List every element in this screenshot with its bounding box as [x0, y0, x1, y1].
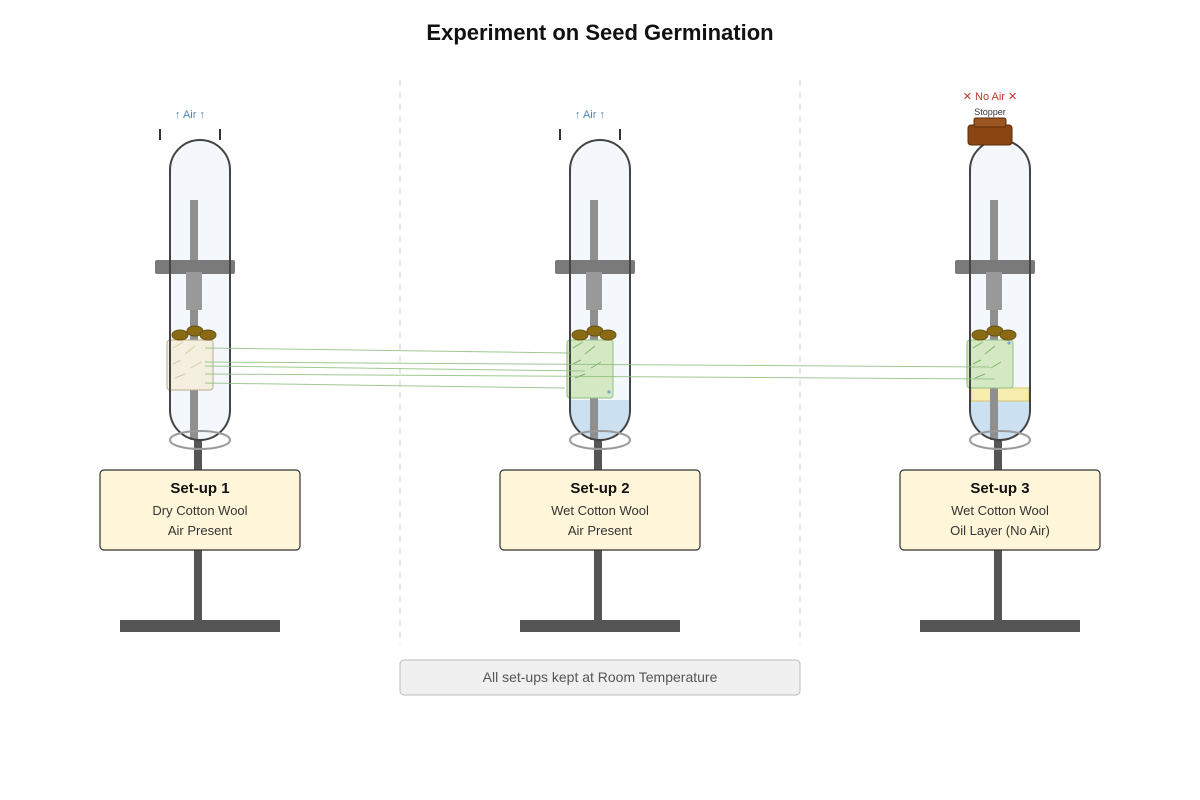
footer-note: All set-ups kept at Room Temperature — [399, 659, 801, 696]
stopper — [967, 124, 1013, 146]
connector-line — [204, 347, 571, 354]
setup-air-status: Air Present — [168, 523, 233, 538]
water-droplet — [607, 390, 611, 394]
water-droplet — [1007, 341, 1011, 345]
cotton-fiber — [174, 373, 186, 379]
cotton-fiber — [184, 345, 196, 355]
air-label: ↑ Air ↑ — [175, 109, 205, 121]
cotton-fiber — [172, 341, 184, 349]
clamp-arm — [955, 260, 1035, 274]
cotton-fiber — [584, 345, 596, 355]
wet-cotton-wool — [966, 339, 1014, 389]
air-label: ↑ Air ↑ — [575, 109, 605, 121]
dry-cotton-wool — [166, 339, 214, 391]
stand-base — [520, 620, 680, 632]
setup-air-status: Air Present — [568, 523, 633, 538]
cotton-fiber — [984, 345, 996, 355]
water — [571, 400, 629, 439]
no-air-label: ✕ No Air ✕ — [963, 91, 1018, 103]
connector-line — [204, 361, 991, 368]
wet-cotton-wool — [566, 339, 614, 399]
footer-box — [399, 659, 801, 696]
setup-condition: Wet Cotton Wool — [951, 503, 1049, 518]
footer-text: All set-ups kept at Room Temperature — [483, 669, 718, 685]
seed — [971, 329, 989, 341]
setup-card — [99, 469, 301, 551]
cotton-fiber — [572, 341, 584, 349]
stand-rod — [590, 200, 598, 440]
cotton-fiber — [972, 359, 982, 365]
stopper-cap — [973, 117, 1007, 128]
setup-title: Set-up 1 — [170, 480, 229, 497]
stand-base — [120, 620, 280, 632]
setup-condition: Dry Cotton Wool — [152, 503, 247, 518]
connector-line — [204, 365, 586, 372]
setup-card — [499, 469, 701, 551]
cotton-fiber — [590, 361, 602, 369]
seed — [599, 329, 617, 341]
cotton-fiber — [172, 359, 182, 365]
cotton-fiber — [990, 361, 1002, 369]
cotton-fiber — [972, 341, 984, 349]
clamp-arm — [155, 260, 235, 274]
cotton-fiber — [190, 361, 202, 369]
seed — [999, 329, 1017, 341]
connector-lines — [204, 347, 996, 389]
stand-base — [920, 620, 1080, 632]
stand-rod — [990, 200, 998, 440]
seed — [199, 329, 217, 341]
connector-line — [204, 382, 566, 389]
cotton-fiber — [572, 359, 582, 365]
tube-base-rim — [169, 430, 231, 450]
setup-air-status: Oil Layer (No Air) — [950, 523, 1050, 538]
tube-base-rim — [569, 430, 631, 450]
setup-title: Set-up 3 — [970, 480, 1029, 497]
clamp-arm — [555, 260, 635, 274]
connector-line — [204, 373, 996, 380]
seed — [571, 329, 589, 341]
setup-condition: Wet Cotton Wool — [551, 503, 649, 518]
seed — [171, 329, 189, 341]
stopper-label: Stopper — [974, 107, 1006, 117]
clamp-holder — [986, 272, 1002, 310]
water — [971, 400, 1029, 439]
setup-card — [899, 469, 1101, 551]
page-title: Experiment on Seed Germination — [426, 20, 773, 45]
clamp-holder — [186, 272, 202, 310]
stand-rod — [190, 200, 198, 440]
oil-layer — [970, 387, 1030, 402]
tube-base-rim — [969, 430, 1031, 450]
clamp-holder — [586, 272, 602, 310]
cotton-fiber — [974, 373, 986, 379]
setup-title: Set-up 2 — [570, 480, 629, 497]
